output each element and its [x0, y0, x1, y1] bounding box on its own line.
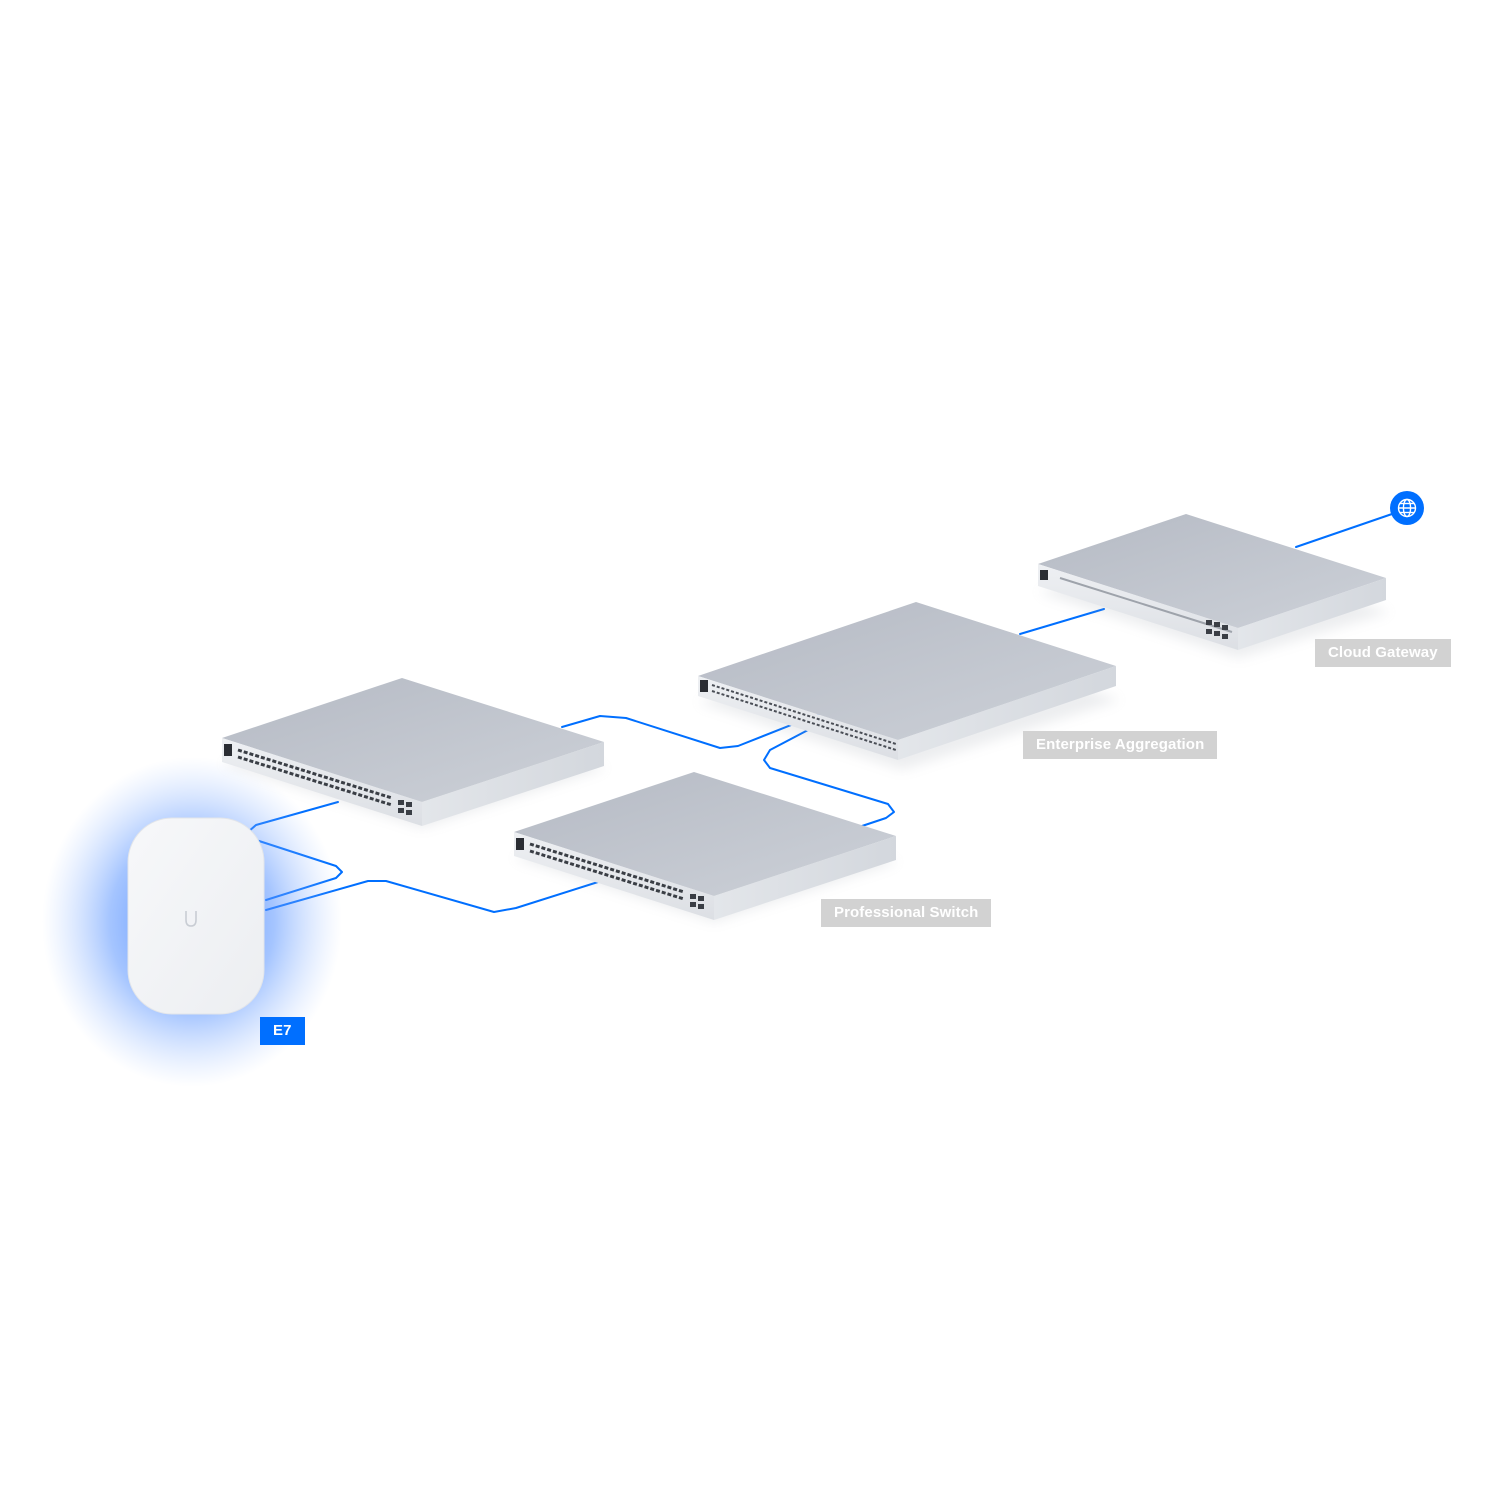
cloud-gateway-front: [1038, 564, 1238, 650]
switch-left-top: [222, 678, 604, 802]
professional-switch-display: [516, 838, 524, 850]
e7-label[interactable]: E7: [260, 1017, 305, 1045]
switch-left-display: [224, 744, 232, 756]
globe-icon: [1397, 498, 1417, 518]
e7-access-point-device[interactable]: [42, 757, 342, 1087]
aggregation-top: [698, 602, 1116, 740]
cable-internet-gateway: [1295, 513, 1393, 548]
aggregation-side: [898, 666, 1116, 760]
cloud-gateway-ports: [1206, 620, 1228, 639]
cloud-gateway-device[interactable]: [1038, 514, 1390, 658]
aggregation-display: [700, 680, 708, 692]
professional-switch-ports: [529, 842, 685, 901]
cloud-gateway-side: [1238, 578, 1386, 650]
cable-gateway-aggregation: [1019, 608, 1105, 635]
switch-left-device[interactable]: [222, 678, 606, 828]
aggregation-sfp-ports: [711, 684, 897, 751]
professional-switch-top: [514, 772, 896, 896]
switch-left-ports: [237, 748, 393, 807]
cloud-gateway-display: [1040, 570, 1048, 580]
enterprise-aggregation-label[interactable]: Enterprise Aggregation: [1023, 731, 1218, 759]
cloud-gateway-vent: [1059, 577, 1233, 633]
professional-switch-sfp-ports: [690, 894, 704, 909]
professional-switch-label[interactable]: Professional Switch: [821, 899, 992, 927]
cable-aggregation-professional-switch: [763, 729, 895, 827]
cloud-gateway-label[interactable]: Cloud Gateway: [1315, 639, 1451, 667]
ubiquiti-u-icon: [185, 911, 197, 927]
professional-switch-side: [714, 836, 896, 920]
enterprise-aggregation-device[interactable]: [698, 602, 1120, 770]
cable-professional-switch-ap: [265, 880, 599, 913]
internet-node[interactable]: [1390, 491, 1424, 525]
cable-aggregation-switch-left: [561, 711, 825, 749]
cloud-gateway-top: [1038, 514, 1386, 628]
switch-left-side: [422, 742, 604, 826]
switch-left-sfp-ports: [398, 800, 412, 815]
professional-switch-device[interactable]: [514, 772, 898, 922]
